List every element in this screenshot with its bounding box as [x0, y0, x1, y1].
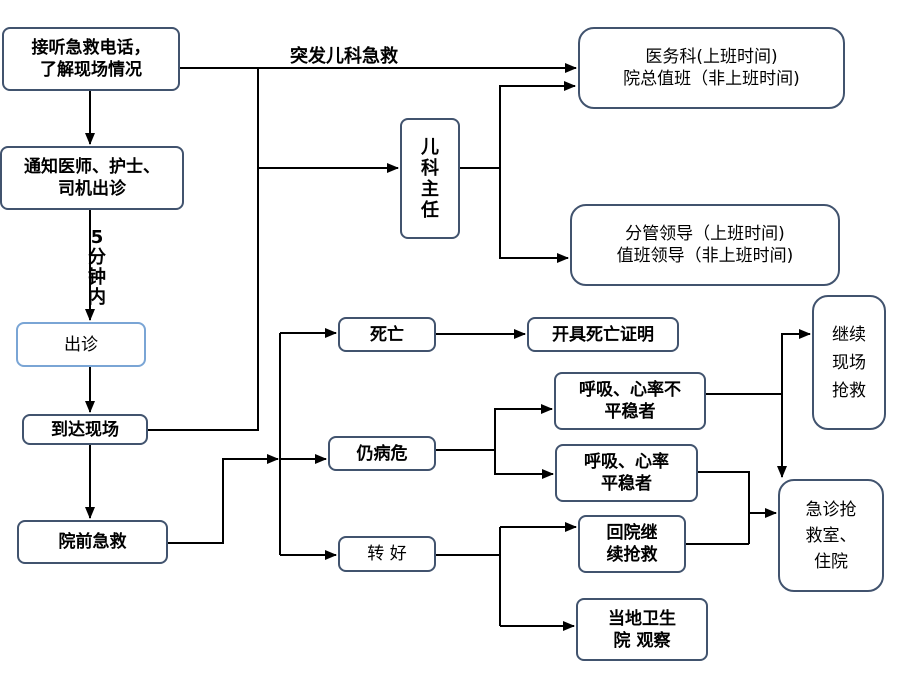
edge-stable-to-er — [698, 471, 777, 518]
node-answer-call: 接听急救电话，了解现场情况 — [2, 27, 180, 91]
edge-director-to-leaders — [499, 168, 569, 263]
edge-unstable-to-rescue — [706, 329, 811, 395]
edge-prehospital-to-branch — [168, 454, 279, 544]
edge-label-five-minutes: 5分钟内 — [88, 227, 106, 308]
edge-director-to-medical — [499, 81, 576, 168]
node-prehospital-rescue: 院前急救 — [17, 520, 168, 564]
node-still-critical: 仍病危 — [328, 436, 436, 471]
node-leaders: 分管领导（上班时间)值班领导（非上班时间) — [570, 204, 840, 286]
node-unstable-vitals: 呼吸、心率不平稳者 — [554, 372, 706, 430]
node-death-certificate: 开具死亡证明 — [527, 317, 679, 352]
edge-critical-to-stable — [494, 450, 554, 479]
node-dispatch: 出诊 — [16, 322, 146, 367]
node-pediatric-director: 儿科主任 — [400, 118, 460, 239]
node-local-observation: 当地卫生院 观察 — [576, 598, 708, 661]
node-arrive-scene: 到达现场 — [22, 414, 148, 445]
node-return-hospital: 回院继续抢救 — [578, 515, 686, 573]
edge-critical-to-unstable — [494, 404, 553, 450]
node-medical-affairs: 医务科(上班时间)院总值班（非上班时间) — [578, 27, 845, 109]
node-improved: 转 好 — [338, 536, 436, 572]
node-er-admission: 急诊抢救室、住院 — [778, 479, 884, 592]
edge-label-sudden-pediatric: 突发儿科急救 — [290, 46, 398, 67]
node-death: 死亡 — [338, 317, 436, 352]
node-continue-onsite-rescue: 继续现场抢救 — [812, 295, 886, 430]
node-stable-vitals: 呼吸、心率平稳者 — [555, 444, 698, 502]
node-notify-staff: 通知医师、护士、司机出诊 — [0, 146, 184, 210]
edge-arrive-to-trunk — [148, 68, 259, 431]
